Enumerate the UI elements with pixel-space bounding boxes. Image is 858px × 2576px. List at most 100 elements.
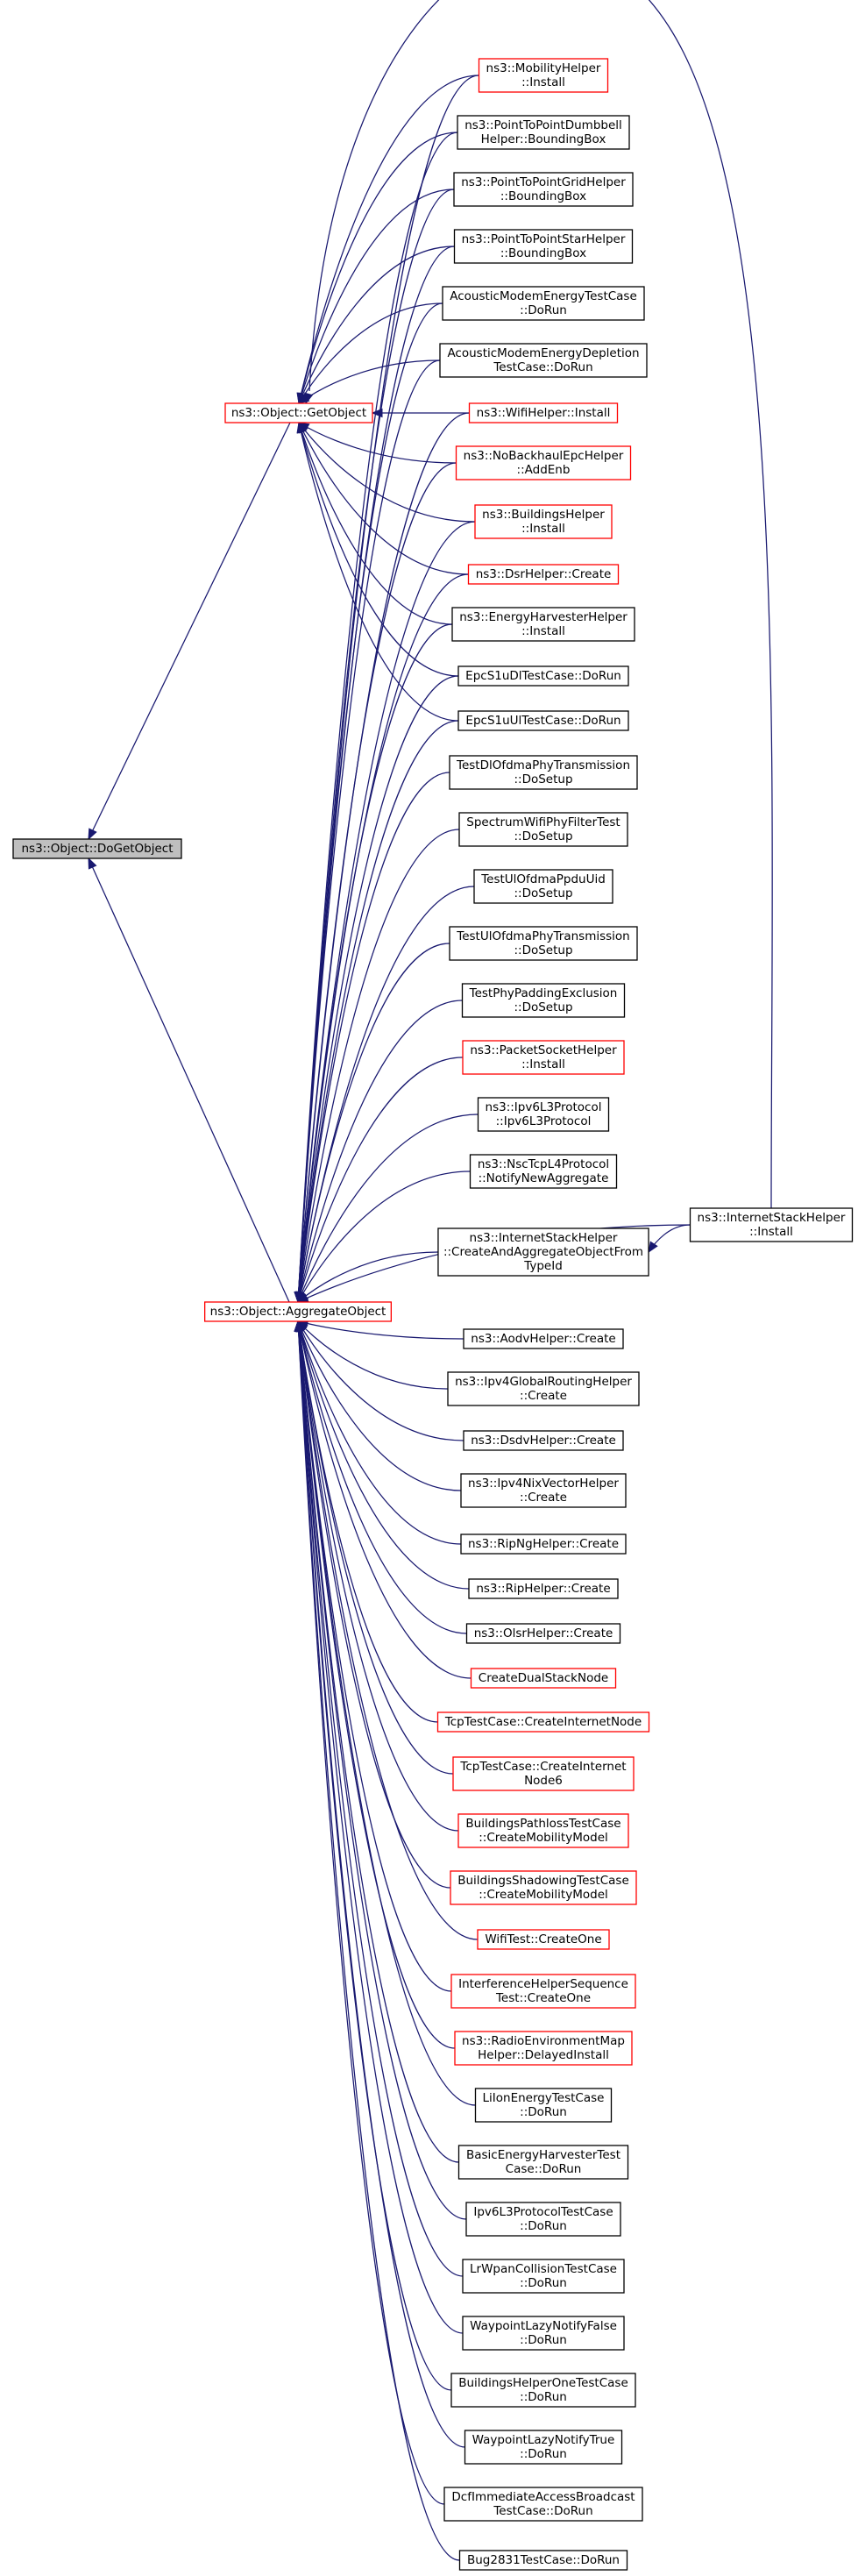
node-buildings-install[interactable]: ns3::BuildingsHelper::Install <box>474 504 613 539</box>
node-aggregate-object[interactable]: ns3::Object::AggregateObject <box>204 1301 392 1322</box>
edge-line <box>298 422 453 625</box>
node-dcf-immediate[interactable]: DcfImmediateAccessBroadcastTestCase::DoR… <box>443 2487 643 2522</box>
node-label-line: ::Install <box>521 624 565 638</box>
edge-acousticDepletion-to-getObject <box>297 359 441 404</box>
node-label-line: ::Install <box>521 75 565 89</box>
node-label-line: WaypointLazyNotifyFalse <box>470 2319 617 2333</box>
node-tcp-create-internet[interactable]: TcpTestCase::CreateInternetNode <box>436 1711 650 1733</box>
node-get-object[interactable]: ns3::Object::GetObject <box>224 402 373 423</box>
edge-acousticModem-to-getObject <box>298 302 443 405</box>
node-dsr-create[interactable]: ns3::DsrHelper::Create <box>467 564 620 585</box>
edge-line <box>297 1114 479 1303</box>
edge-line <box>88 857 290 1303</box>
node-grid-b-box[interactable]: ns3::PointToPointGridHelper::BoundingBox <box>453 172 634 207</box>
node-create-and-aggregate[interactable]: ns3::InternetStackHelper::CreateAndAggre… <box>437 1228 649 1277</box>
node-bug2831[interactable]: Bug2831TestCase::DoRun <box>458 2550 628 2571</box>
edge-line <box>298 359 441 404</box>
edge-line <box>298 422 459 722</box>
node-ipv4-nix-vector[interactable]: ns3::Ipv4NixVectorHelper::Create <box>460 1473 627 1508</box>
node-buildings-pathloss[interactable]: BuildingsPathlossTestCase::CreateMobilit… <box>457 1813 629 1848</box>
node-phy-padding[interactable]: TestPhyPaddingExclusion::DoSetup <box>461 983 626 1018</box>
node-box <box>460 1534 627 1555</box>
node-acoustic-modem[interactable]: AcousticModemEnergyTestCase::DoRun <box>442 286 645 321</box>
edge-arrowhead <box>297 394 310 404</box>
node-dumbbell-b-box[interactable]: ns3::PointToPointDumbbellHelper::Boundin… <box>457 115 630 150</box>
edge-arrowhead <box>294 1320 303 1332</box>
edge-line <box>308 0 773 1209</box>
node-ipv6-l3-test-case[interactable]: Ipv6L3ProtocolTestCase::DoRun <box>465 2202 621 2237</box>
node-box <box>474 2088 613 2123</box>
node-label-line: ::DoRun <box>520 2333 567 2347</box>
node-box <box>457 115 630 150</box>
node-label-line: ::Install <box>521 522 565 536</box>
edge-arrowhead <box>88 828 97 841</box>
node-label-line: ns3::PacketSocketHelper <box>470 1043 617 1057</box>
node-test-dl-ofdma[interactable]: TestDlOfdmaPhyTransmission::DoSetup <box>449 755 638 790</box>
node-epc-s1u-ul[interactable]: EpcS1uUlTestCase::DoRun <box>457 710 629 731</box>
edge-epcS1uDl-to-getObject <box>296 421 459 677</box>
node-label-line: ns3::PointToPointGridHelper <box>461 175 626 189</box>
node-dsdv-create[interactable]: ns3::DsdvHelper::Create <box>463 1430 624 1451</box>
node-waypoint-false[interactable]: WaypointLazyNotifyFalse::DoRun <box>462 2316 625 2351</box>
node-test-ul-ofdma-ppdu[interactable]: TestUlOfdmaPpduUid::DoSetup <box>473 869 613 904</box>
node-test-ul-ofdma-phy[interactable]: TestUlOfdmaPhyTransmission::DoSetup <box>449 926 638 961</box>
edge-epcS1uUl-to-getObject <box>296 421 459 722</box>
node-box <box>460 1473 627 1508</box>
edge-ripNgCreate-to-aggregateObject <box>296 1320 462 1545</box>
node-label-line: ::DoSetup <box>514 943 572 957</box>
node-do-get-object[interactable]: ns3::Object::DoGetObject <box>12 838 182 859</box>
edge-line <box>297 359 441 1303</box>
node-interference-helper[interactable]: InterferenceHelperSequenceTest::CreateOn… <box>450 1974 636 2009</box>
node-label-line: TestCase::DoRun <box>493 360 592 374</box>
node-packet-socket-install[interactable]: ns3::PacketSocketHelper::Install <box>462 1040 625 1075</box>
edge-line <box>297 1320 445 2505</box>
node-label-line: ns3::RipNgHelper::Create <box>468 1537 619 1551</box>
edge-line <box>297 1320 462 1491</box>
edge-line <box>297 1171 471 1303</box>
node-label-line: ns3::BuildingsHelper <box>482 508 605 522</box>
node-create-dual-stack[interactable]: CreateDualStackNode <box>470 1668 617 1689</box>
node-olsr-create[interactable]: ns3::OlsrHelper::Create <box>465 1623 621 1644</box>
node-star-b-box[interactable]: ns3::PointToPointStarHelper::BoundingBox <box>453 229 634 264</box>
node-buildings-shadowing[interactable]: BuildingsShadowingTestCase::CreateMobili… <box>450 1870 637 1905</box>
node-ipv4-global-routing[interactable]: ns3::Ipv4GlobalRoutingHelper::Create <box>447 1371 640 1406</box>
node-mobility-install[interactable]: ns3::MobilityHelper::Install <box>478 58 609 93</box>
node-wifi-test-create-one[interactable]: WifiTest::CreateOne <box>477 1929 610 1950</box>
edge-line <box>297 1320 449 1390</box>
node-box <box>467 564 620 585</box>
node-label-line: TestUlOfdmaPpduUid <box>480 872 606 886</box>
edge-line <box>297 720 459 1303</box>
node-internet-stack-install[interactable]: ns3::InternetStackHelper::Install <box>689 1207 854 1242</box>
node-waypoint-true[interactable]: WaypointLazyNotifyTrue::DoRun <box>464 2430 623 2465</box>
edge-line <box>298 132 458 404</box>
edge-line <box>297 462 457 1303</box>
node-lr-wpan-collision[interactable]: LrWpanCollisionTestCase::DoRun <box>462 2259 625 2294</box>
node-aodv-create[interactable]: ns3::AodvHelper::Create <box>463 1328 624 1349</box>
node-box <box>465 1623 621 1644</box>
node-wifi-install[interactable]: ns3::WifiHelper::Install <box>468 402 619 423</box>
node-nsc-tcp-l4[interactable]: ns3::NscTcpL4Protocol::NotifyNewAggregat… <box>469 1154 618 1189</box>
node-spectrum-wifi[interactable]: SpectrumWifiPhyFilterTest::DoSetup <box>458 812 628 847</box>
node-buildings-helper-one[interactable]: BuildingsHelperOneTestCase::DoRun <box>450 2373 636 2408</box>
node-label-line: Helper::BoundingBox <box>481 132 606 146</box>
edge-line <box>297 1320 470 1590</box>
node-rip-create[interactable]: ns3::RipHelper::Create <box>468 1578 619 1599</box>
edge-line <box>297 1320 459 1832</box>
edge-internetStackInstall-to-createAndAggregate <box>648 1224 691 1254</box>
node-energy-harvester-install[interactable]: ns3::EnergyHarvesterHelper::Install <box>451 607 635 642</box>
node-box <box>224 402 373 423</box>
node-box <box>468 402 619 423</box>
node-epc-s1u-dl[interactable]: EpcS1uDlTestCase::DoRun <box>457 665 629 687</box>
node-radio-env-map[interactable]: ns3::RadioEnvironmentMapHelper::DelayedI… <box>454 2031 633 2066</box>
node-box <box>478 58 609 93</box>
node-acoustic-depletion[interactable]: AcousticModemEnergyDepletionTestCase::Do… <box>439 343 648 378</box>
node-no-backhaul-add-enb[interactable]: ns3::NoBackhaulEpcHelper::AddEnb <box>455 445 632 480</box>
node-rip-ng-create[interactable]: ns3::RipNgHelper::Create <box>460 1534 627 1555</box>
node-ipv6-l3-protocol[interactable]: ns3::Ipv6L3Protocol::Ipv6L3Protocol <box>477 1097 610 1132</box>
node-label-line: ns3::OlsrHelper::Create <box>474 1626 613 1640</box>
node-li-ion-energy[interactable]: LiIonEnergyTestCase::DoRun <box>474 2088 613 2123</box>
node-box <box>450 2373 636 2408</box>
